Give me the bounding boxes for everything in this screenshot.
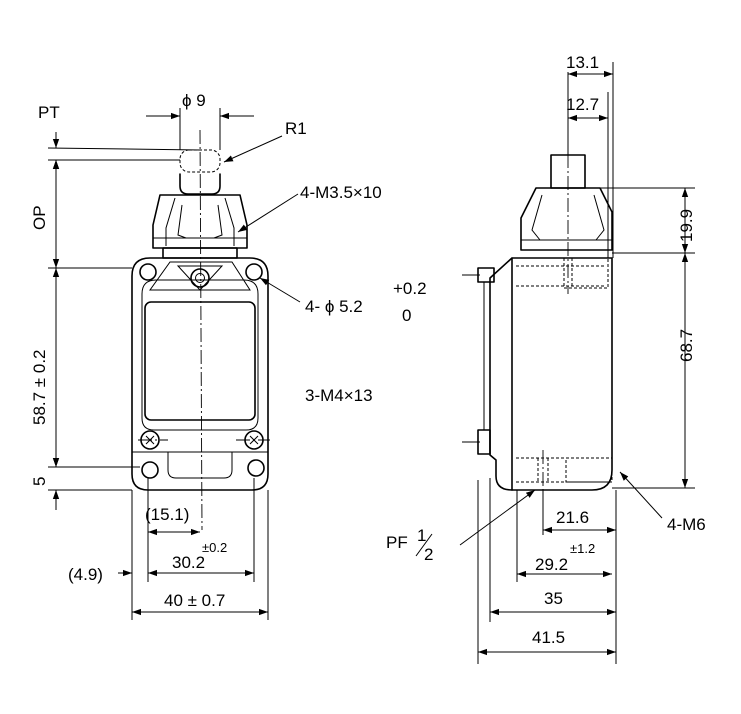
label-phi9: ϕ 9 (182, 91, 206, 110)
switch-body (131, 257, 269, 491)
label-m35-screws: 4-M3.5×10 (300, 183, 382, 202)
dimension-labels: PT OP ϕ 9 R1 4-M3.5×10 4- ϕ 5.2 +0.2 0 3… (30, 53, 706, 647)
mount-hole-top-right (245, 263, 263, 281)
label-35: 35 (544, 589, 563, 608)
plunger (179, 173, 221, 195)
front-centerline (199, 129, 203, 531)
label-tol-zero: 0 (402, 306, 411, 325)
cover-plate (144, 301, 256, 421)
front-view (47, 108, 301, 620)
label-4-9: (4.9) (68, 565, 103, 584)
side-view (459, 62, 695, 664)
label-height-small: 5 (30, 477, 49, 486)
label-m6: 4-M6 (667, 515, 706, 534)
label-pf-den: 2 (424, 545, 433, 564)
mount-hole-bottom-right (247, 459, 265, 477)
mount-hole-bottom-left (141, 461, 159, 479)
label-12-7: 12.7 (566, 95, 599, 114)
label-pf: PF (386, 533, 408, 552)
label-phi52-holes: 4- ϕ 5.2 (305, 297, 363, 316)
label-pf-num: 1 (417, 526, 426, 545)
label-height-main: 58.7 ± 0.2 (30, 350, 49, 426)
label-tol-0-2: ±0.2 (202, 540, 227, 555)
label-pt: PT (38, 103, 60, 122)
label-68-7: 68.7 (677, 329, 696, 362)
top-center-hole (190, 268, 210, 288)
label-op: OP (30, 205, 49, 230)
label-21-6: 21.6 (556, 508, 589, 527)
mount-hole-top-left (139, 263, 157, 281)
label-29-2: 29.2 (535, 555, 568, 574)
label-tol-1-2: ±1.2 (570, 541, 595, 556)
label-30-2: 30.2 (172, 553, 205, 572)
label-tol-plus: +0.2 (393, 279, 427, 298)
label-r1: R1 (285, 119, 307, 138)
label-m4-screws: 3-M4×13 (305, 386, 373, 405)
label-40: 40 ± 0.7 (164, 591, 225, 610)
side-body (489, 257, 613, 491)
label-13-1: 13.1 (566, 53, 599, 72)
switch-head (152, 194, 248, 249)
switch-neck (162, 247, 238, 259)
label-41-5: 41.5 (532, 628, 565, 647)
label-19-9: 19.9 (677, 209, 696, 242)
label-15-1: (15.1) (145, 505, 189, 524)
